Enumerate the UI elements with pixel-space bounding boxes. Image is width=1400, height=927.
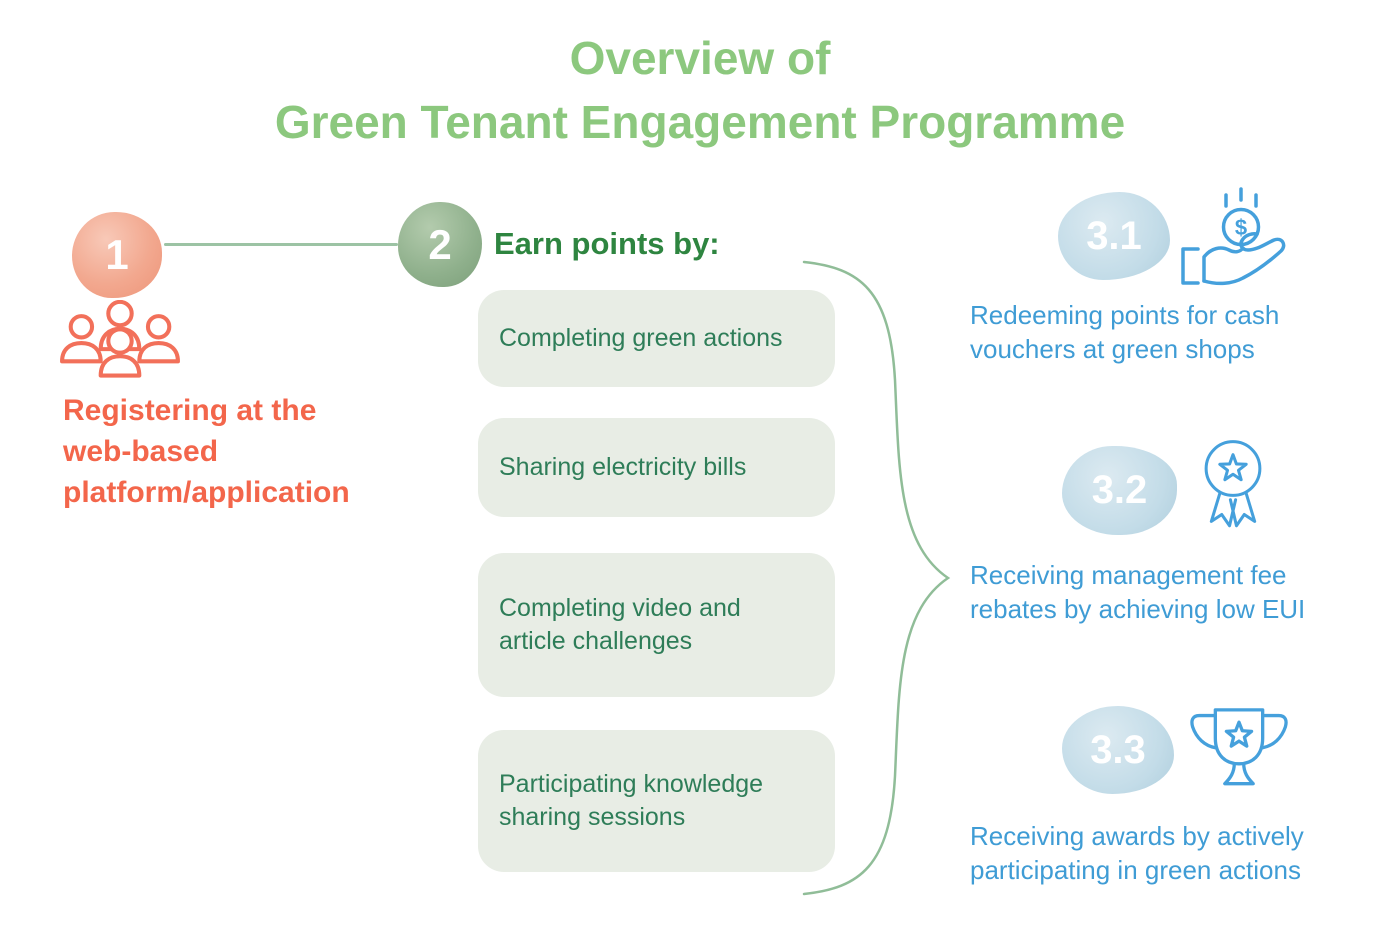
step2-heading: Earn points by: xyxy=(494,226,720,261)
page-title-line2: Green Tenant Engagement Programme xyxy=(274,96,1126,148)
dollar-symbol: $ xyxy=(1235,215,1247,240)
earn-points-box-1: Completing green actions xyxy=(478,290,835,387)
step2-number: 2 xyxy=(428,220,452,268)
step1-label-line3: platform/application xyxy=(63,476,350,509)
trophy-icon xyxy=(1190,708,1288,786)
earn-points-box-3: Completing video and article challenges xyxy=(478,553,835,697)
step1-number: 1 xyxy=(105,231,129,278)
outcome-3-1-label: Redeeming points for cash vouchers at gr… xyxy=(970,299,1360,366)
page-title-line1: Overview of xyxy=(569,32,831,84)
step1-label-line2: web-based xyxy=(63,435,219,468)
brace-connector xyxy=(802,260,951,896)
outcome-3-2-number: 3.2 xyxy=(1091,468,1148,512)
step1-step2-connector-line xyxy=(164,243,398,246)
step1-label: Registering at the web-based platform/ap… xyxy=(63,390,443,513)
step2-number-badge: 2 xyxy=(398,202,482,287)
cash-voucher-icon: $ xyxy=(1181,187,1286,286)
outcome-3-1-number: 3.1 xyxy=(1086,213,1142,258)
step1-label-line1: Registering at the xyxy=(63,394,317,427)
outcome-3-1-line1: Redeeming points for cash xyxy=(970,300,1280,330)
medal-icon xyxy=(1204,440,1262,528)
outcome-3-3-line1: Receiving awards by actively xyxy=(970,821,1304,851)
people-group-icon xyxy=(60,300,180,378)
outcome-3-3-line2: participating in green actions xyxy=(970,854,1301,885)
step1-number-badge: 1 xyxy=(72,212,162,298)
outcome-3-1-line2: vouchers at green shops xyxy=(970,333,1255,364)
earn-points-box-2: Sharing electricity bills xyxy=(478,418,835,517)
earn-points-box-4: Participating knowledge sharing sessions xyxy=(478,730,835,872)
outcome-3-1-number-badge: 3.1 xyxy=(1058,192,1170,280)
earn-points-box-2-label: Sharing electricity bills xyxy=(499,453,747,481)
outcome-3-2-label: Receiving management fee rebates by achi… xyxy=(970,559,1360,626)
outcome-3-2-line1: Receiving management fee xyxy=(970,560,1287,590)
earn-points-box-3-label: Completing video and article challenges xyxy=(499,594,741,655)
outcome-3-2-line2: rebates by achieving low EUI xyxy=(970,593,1306,624)
outcome-3-3-number-badge: 3.3 xyxy=(1062,706,1174,794)
outcome-3-3-label: Receiving awards by actively participati… xyxy=(970,820,1360,887)
outcome-3-3-number: 3.3 xyxy=(1090,727,1146,772)
outcome-3-2-number-badge: 3.2 xyxy=(1062,446,1177,535)
earn-points-box-4-label: Participating knowledge sharing sessions xyxy=(499,770,764,831)
earn-points-box-1-label: Completing green actions xyxy=(499,324,783,352)
